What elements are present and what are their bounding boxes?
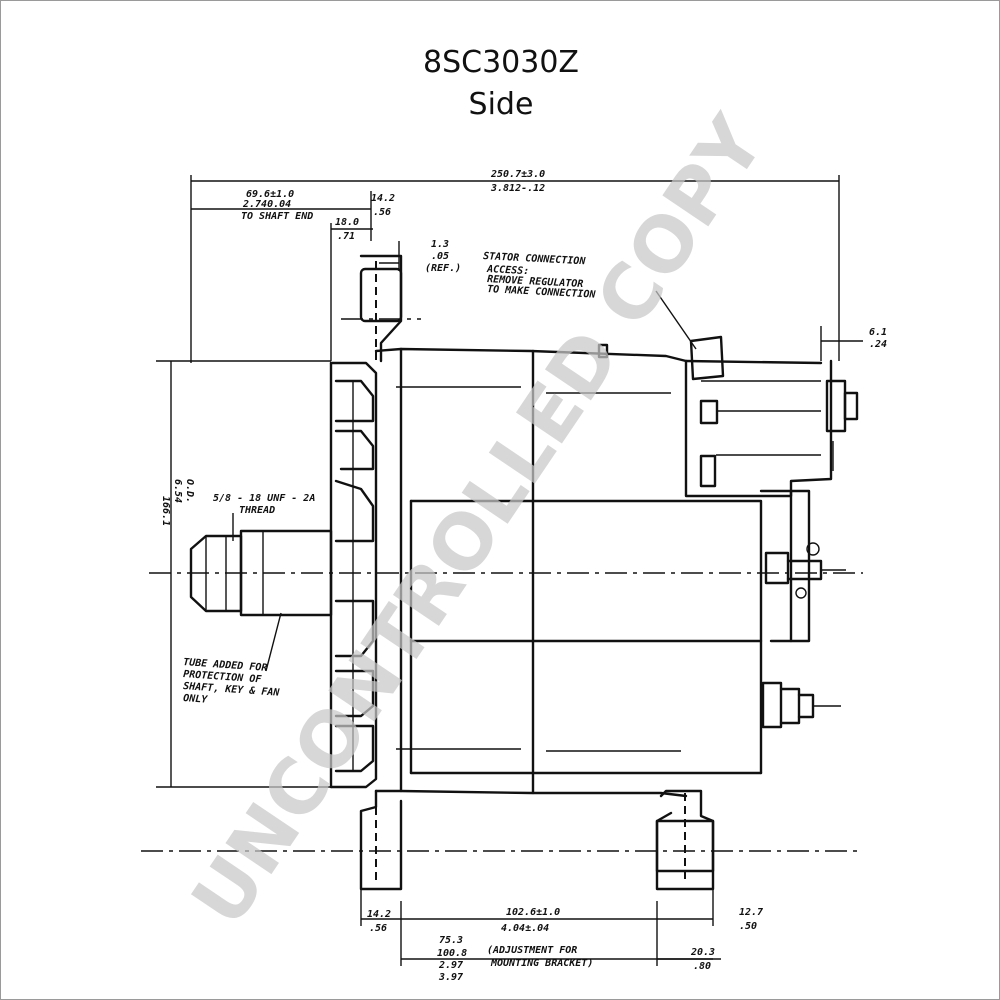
note-adjustment-2: MOUNTING BRACKET) [490, 958, 593, 969]
dim-bottom-20-3: 20.3 [690, 947, 715, 958]
dim-overall-length: 250.7±3.0 [490, 169, 545, 180]
note-thread-1: 5/8 - 18 UNF - 2A [213, 493, 315, 504]
dim-top-14-2-in: .56 [373, 207, 391, 218]
note-stator-3: REMOVE REGULATOR [487, 274, 584, 290]
main-housing [374, 343, 823, 798]
dim-diameter-in: 6.54 [172, 479, 183, 503]
dim-right-6-1: 6.1 [869, 327, 887, 338]
regulator-housing [684, 335, 859, 498]
dim-bottom-102-6-in: 4.04±.04 [501, 923, 549, 934]
dim-bottom-20-3-in: .80 [693, 961, 711, 972]
bottom-mounting-ears [359, 789, 715, 891]
dim-top-18-0-in: .71 [337, 231, 355, 242]
dim-top-18-0: 18.0 [335, 217, 359, 228]
dim-top-1-3: 1.3 [431, 239, 449, 250]
dim-top-1-3-ref: (REF.) [425, 263, 461, 274]
notes: STATOR CONNECTION ACCESS: REMOVE REGULAT… [183, 251, 597, 969]
shaft-nut [189, 529, 333, 617]
dim-bottom-2-97: 2.97 [438, 960, 463, 971]
dim-overall-length-in: 3.812-.12 [490, 183, 545, 194]
dim-top-1-3-in: .05 [431, 251, 449, 262]
dim-diameter: 166.1 [160, 496, 171, 526]
note-stator-1: STATOR CONNECTION [483, 251, 587, 267]
dim-to-shaft-end: 69.6±1.0 [246, 189, 294, 200]
part-number: 8SC3030Z [423, 45, 579, 80]
note-stator-2: ACCESS: [486, 264, 530, 277]
note-adjustment-1: (ADJUSTMENT FOR [487, 945, 577, 956]
rear-bracket [759, 489, 846, 729]
dimension-labels: 250.7±3.0 3.812-.12 69.6±1.0 2.740.04 TO… [160, 169, 887, 983]
dim-bottom-102-6: 102.6±1.0 [506, 907, 560, 918]
view-label: Side [468, 87, 534, 122]
dim-to-shaft-end-note: TO SHAFT END [241, 211, 313, 222]
dim-bottom-14-2-in: .56 [369, 923, 387, 934]
centerlines [141, 318, 863, 852]
dim-bottom-100-8: 100.8 [437, 948, 467, 959]
dim-top-14-2: 14.2 [371, 193, 395, 204]
front-mounting-ear [359, 254, 403, 363]
dimension-lines [156, 175, 863, 966]
dim-right-6-1-in: .24 [869, 339, 887, 350]
dim-bottom-14-2: 14.2 [367, 909, 391, 920]
dim-bottom-75-3: 75.3 [439, 935, 463, 946]
uncontrolled-copy-watermark: UNCONTROLLED COPY [174, 100, 782, 941]
note-thread-2: THREAD [239, 505, 275, 516]
dim-diameter-od: O.D. [184, 479, 195, 503]
dim-bottom-3-97: 3.97 [438, 972, 463, 983]
dim-to-shaft-end-in: 2.740.04 [242, 199, 291, 210]
note-tube-4: ONLY [183, 693, 209, 706]
dim-bottom-12-7: 12.7 [739, 907, 763, 918]
dim-bottom-12-7-in: .50 [739, 921, 757, 932]
